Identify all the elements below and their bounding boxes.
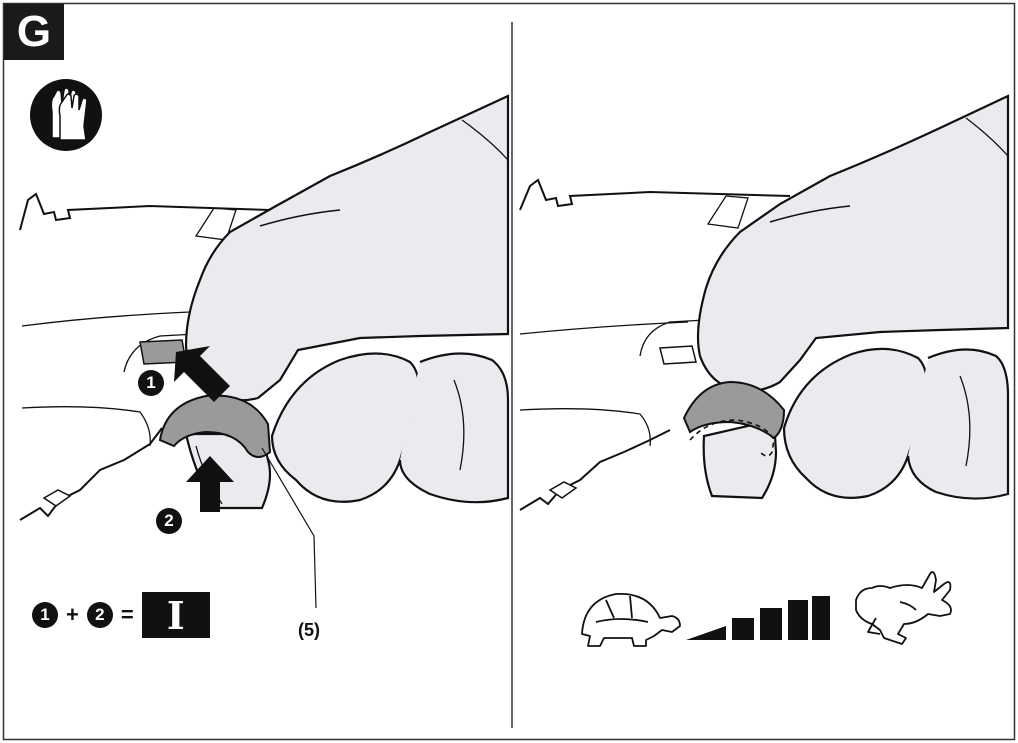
- equation-plus: +: [66, 602, 79, 627]
- equation-equals: =: [120, 602, 134, 627]
- right-panel-drawing: [519, 94, 1010, 647]
- step-two-badge: 2: [156, 508, 182, 534]
- panel-letter-badge: G: [4, 4, 64, 60]
- step-one-badge-wrap: 1: [138, 370, 164, 396]
- switch-on-symbol-text: I: [166, 592, 185, 638]
- rabbit-icon: [855, 571, 952, 645]
- switch-on-equation: 1 + 2 = I: [32, 592, 210, 638]
- left-panel-drawing: [19, 79, 510, 609]
- turtle-icon: [581, 593, 681, 647]
- switch-on-symbol: I: [141, 592, 210, 638]
- gloves-icon: [30, 79, 102, 151]
- equation-step-one: 1: [32, 602, 58, 628]
- equation-step-two: 2: [86, 602, 113, 628]
- speed-bars-icon: [686, 596, 830, 640]
- step-one-badge: 1: [138, 370, 164, 396]
- step-two-badge-wrap: 2: [156, 508, 182, 534]
- part-callout-label: (5): [298, 620, 320, 640]
